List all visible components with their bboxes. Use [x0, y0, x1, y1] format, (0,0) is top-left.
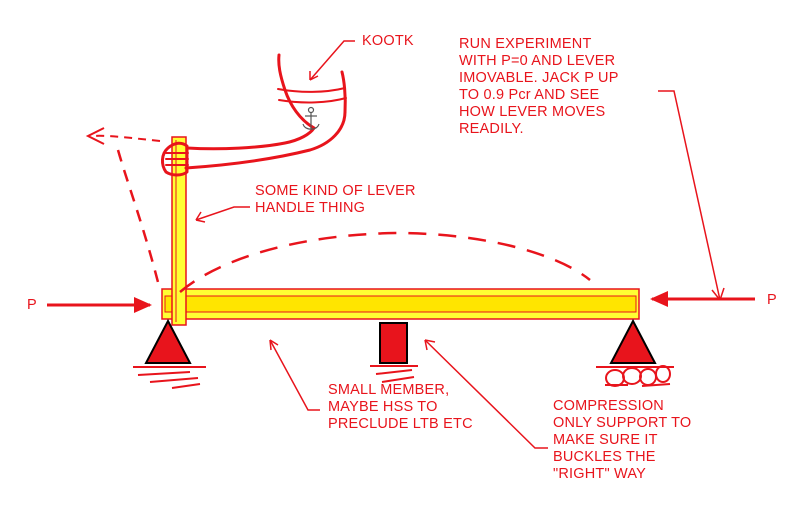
note-line: TO 0.9 Pcr AND SEE [459, 87, 600, 103]
hand-and-arm [161, 53, 347, 177]
right-support [596, 318, 674, 387]
sleeve-line-2 [278, 97, 347, 104]
note-line: WITH P=0 AND LEVER [459, 53, 616, 69]
member-arrowhead [269, 339, 279, 351]
label-line: ONLY SUPPORT TO [553, 415, 692, 431]
forearm-bottom [184, 110, 347, 170]
label-line: "RIGHT" WAY [553, 466, 647, 482]
run-experiment-note: RUN EXPERIMENT WITH P=0 AND LEVER IMOVAB… [459, 36, 619, 138]
compression-support-label: COMPRESSION ONLY SUPPORT TO MAKE SURE IT… [553, 398, 691, 483]
beam-inner [164, 295, 637, 313]
load-label-right: P [767, 292, 777, 308]
compression-arrowhead [424, 339, 436, 351]
label-line: MAYBE HSS TO [328, 399, 438, 415]
load-arrow-right [650, 291, 755, 307]
fist [161, 141, 189, 177]
label-line: BUCKLES THE [553, 449, 656, 465]
note-line: READILY. [459, 121, 524, 137]
member-leader [269, 339, 320, 411]
load-label-left: P [27, 297, 37, 313]
lever-arrowhead [195, 211, 206, 223]
middle-support [370, 322, 418, 383]
fingers [165, 152, 189, 166]
label-line: SMALL MEMBER, [328, 382, 450, 398]
small-member-label: SMALL MEMBER, MAYBE HSS TO PRECLUDE LTB … [328, 382, 473, 433]
compression-leader [424, 339, 548, 449]
experiment-leader [658, 90, 721, 301]
load-arrow-left [47, 297, 152, 313]
label-line: COMPRESSION [553, 398, 664, 414]
pull-arrow [85, 127, 161, 145]
label-line: SOME KIND OF LEVER [255, 183, 416, 199]
left-support [133, 318, 206, 389]
note-line: RUN EXPERIMENT [459, 36, 592, 52]
lever-handle-label: SOME KIND OF LEVER HANDLE THING [255, 183, 416, 217]
lever-leader [195, 206, 250, 221]
note-line: IMOVABLE. JACK P UP [459, 70, 619, 86]
buckled-shape [179, 231, 591, 293]
forearm-top [185, 126, 316, 151]
kootk-leader [309, 40, 355, 81]
kootk-arrowhead [309, 71, 319, 81]
anchor-icon [302, 106, 320, 130]
kootk-label: KOOTK [362, 33, 414, 49]
note-line: HOW LEVER MOVES [459, 104, 606, 120]
upper-arm-right [340, 70, 347, 114]
label-line: MAKE SURE IT [553, 432, 658, 448]
lever-handle [171, 136, 187, 326]
lever-swing-path [116, 149, 162, 291]
label-line: PRECLUDE LTB ETC [328, 416, 473, 432]
sleeve-line-1 [277, 87, 346, 93]
beam [161, 288, 640, 320]
label-line: HANDLE THING [255, 200, 366, 216]
